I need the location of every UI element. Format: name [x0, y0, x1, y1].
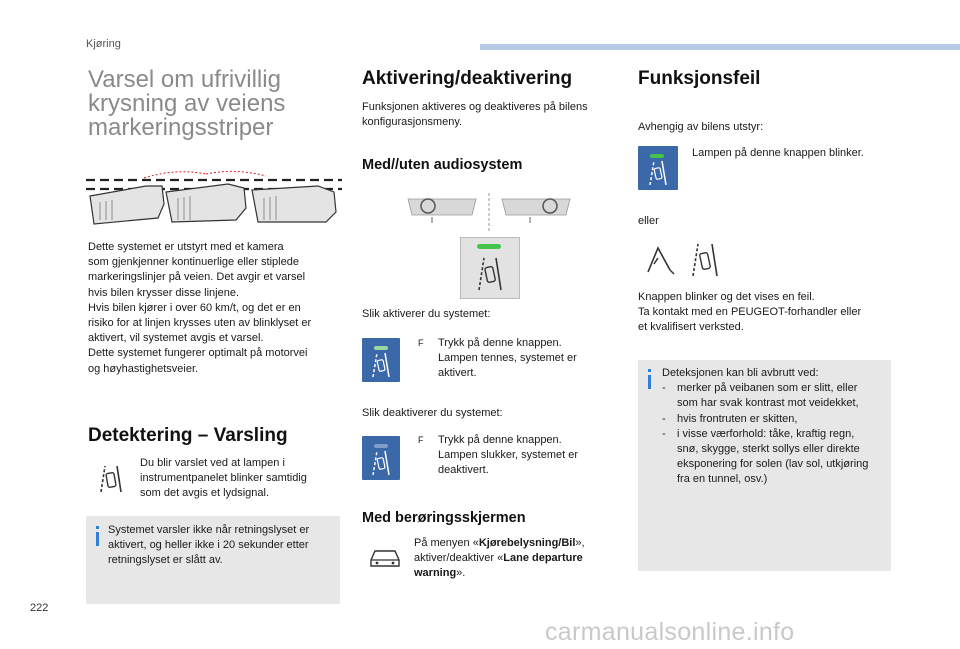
text-line: Knappen blinker og det vises en feil. — [638, 291, 815, 303]
led-indicator — [374, 346, 388, 350]
text-line: risiko for at linjen krysses uten av bli… — [88, 317, 312, 330]
lane-departure-button-icon — [362, 338, 400, 382]
intro-paragraph: Dette systemet er utstyrt med et kamera … — [88, 240, 348, 377]
step-marker: F — [418, 435, 424, 445]
note-box: Deteksjonen kan bli avbrutt ved: merker … — [638, 360, 891, 571]
text-line: Ta kontakt med en PEUGEOT-forhandler ell… — [638, 306, 862, 319]
text-line: Hvis bilen kjører i over 60 km/t, og det… — [88, 301, 301, 314]
activate-steps: F Trykk på denne knappen. Lampen tennes,… — [416, 336, 606, 382]
page-title: Varsel om ufrivillig krysning av veiens … — [88, 66, 286, 141]
lane-departure-warning-icon — [690, 242, 720, 278]
lane-departure-warning-icon — [98, 464, 124, 494]
text-line: aktivert, og heller ikke i 20 sekunder e… — [108, 539, 309, 552]
lane-departure-illustration — [86, 166, 342, 228]
text-line: aktivert. — [438, 367, 477, 380]
text-line: hvis bilen krysser disse linjene. — [88, 286, 240, 299]
led-indicator — [477, 244, 501, 249]
text-line: Funksjonen aktiveres og deaktiveres på b… — [362, 101, 588, 113]
text-line: Systemet varsler ikke når retningslyset … — [108, 524, 310, 536]
list-item: hvis frontruten er skitten, — [662, 412, 887, 427]
text-line: Trykk på denne knappen. — [438, 337, 562, 349]
steering-wheel-icon — [404, 193, 574, 231]
page-number: 222 — [30, 602, 49, 614]
section-tag: Kjøring — [86, 38, 121, 50]
text-line: På menyen «Kjørebelysning/Bil», — [414, 536, 610, 551]
text-line: retningslyset er slått av. — [108, 554, 223, 567]
lane-departure-button-icon — [638, 146, 678, 190]
menu-name: Kjørebelysning — [478, 537, 559, 549]
text-line: konfigurasjonsmeny. — [362, 116, 463, 129]
touchscreen-text: På menyen «Kjørebelysning/Bil», aktiver/… — [414, 536, 610, 582]
touchscreen-subheading: Med berøringsskjermen — [362, 510, 526, 526]
text-line: Dette systemet fungerer optimalt på moto… — [88, 347, 308, 360]
text-line: merker på veibanen som er slitt, eller — [677, 382, 858, 395]
text-line: i visse værforhold: tåke, kraftig regn, — [677, 427, 855, 440]
text-line: aktivert, vil systemet avgis et varsel. — [88, 332, 264, 345]
lane-warning-triangle-icon — [644, 244, 678, 276]
text-line: som har svak kontrast mot veidekket, — [677, 397, 859, 410]
list-item: i visse værforhold: tåke, kraftig regn, … — [662, 427, 887, 488]
menu-name: Bil — [561, 537, 576, 549]
text-fragment: ». — [456, 567, 466, 580]
car-settings-icon — [368, 546, 402, 570]
text-line: warning». — [414, 566, 610, 581]
detection-text: Du blir varslet ved at lampen i instrume… — [140, 456, 340, 502]
lane-departure-button-icon — [460, 237, 520, 299]
text-fragment: / — [558, 537, 562, 549]
text-line: Lampen slukker, systemet er — [438, 449, 579, 462]
text-line: Du blir varslet ved at lampen i — [140, 457, 285, 469]
note-intro: Deteksjonen kan bli avbrutt ved: — [662, 367, 819, 379]
activate-label: Slik aktiverer du systemet: — [362, 308, 491, 320]
text-line: hvis frontruten er skitten, — [677, 412, 798, 425]
led-indicator — [650, 154, 664, 158]
text-line: Dette systemet er utstyrt med et kamera — [88, 241, 284, 253]
audio-subheading: Med//uten audiosystem — [362, 157, 523, 173]
activation-intro: Funksjonen aktiveres og deaktiveres på b… — [362, 100, 622, 130]
menu-name: warning — [414, 567, 457, 580]
menu-name: Lane departure — [503, 552, 583, 565]
text-line: et kvalifisert verksted. — [638, 321, 744, 334]
text-line: deaktivert. — [438, 464, 489, 477]
step-line: F Trykk på denne knappen. — [416, 433, 606, 448]
depends-text: Avhengig av bilens utstyr: — [638, 121, 764, 133]
info-icon — [96, 526, 99, 546]
text-line: som gjenkjenner kontinuerlige eller stip… — [88, 256, 299, 269]
deactivate-label: Slik deaktiverer du systemet: — [362, 407, 503, 419]
text-line: markeringslinjer på veien. Det avgir et … — [88, 271, 306, 284]
blink-text: Lampen på denne knappen blinker. — [692, 147, 864, 159]
text-line: eksponering for solen (lav sol, utkjørin… — [677, 458, 869, 471]
fault-heading: Funksjonsfeil — [638, 68, 761, 89]
activation-heading: Aktivering/deaktivering — [362, 68, 573, 89]
text-line: Lampen tennes, systemet er — [438, 352, 577, 365]
lane-departure-button-icon — [362, 436, 400, 480]
text-line: instrumentpanelet blinker samtidig — [140, 472, 307, 485]
or-text: eller — [638, 215, 659, 227]
text-line: fra en tunnel, osv.) — [677, 473, 768, 486]
deactivate-steps: F Trykk på denne knappen. Lampen slukker… — [416, 433, 606, 479]
note-box: Systemet varsler ikke når retningslyset … — [86, 516, 340, 604]
header-bar — [480, 44, 960, 50]
info-icon — [648, 369, 651, 389]
text-fragment: aktiver/deaktiver « — [414, 552, 504, 565]
fault-text: Knappen blinker og det vises en feil. Ta… — [638, 290, 908, 336]
text-line: snø, skygge, sterkt sollys eller direkte — [677, 443, 860, 456]
step-line: F Trykk på denne knappen. — [416, 336, 606, 351]
watermark: carmanualsonline.info — [545, 618, 795, 646]
detection-heading: Detektering – Varsling — [88, 425, 288, 446]
list-item: merker på veibanen som er slitt, eller s… — [662, 381, 887, 411]
text-fragment: På menyen « — [414, 537, 479, 549]
led-indicator — [374, 444, 388, 448]
text-fragment: », — [575, 537, 585, 549]
step-marker: F — [418, 338, 424, 348]
text-line: aktiver/deaktiver «Lane departure — [414, 551, 610, 566]
text-line: som det avgis et lydsignal. — [140, 487, 270, 500]
note-list: merker på veibanen som er slitt, eller s… — [662, 381, 887, 487]
text-line: og høyhastighetsveier. — [88, 362, 199, 375]
text-line: Trykk på denne knappen. — [438, 434, 562, 446]
